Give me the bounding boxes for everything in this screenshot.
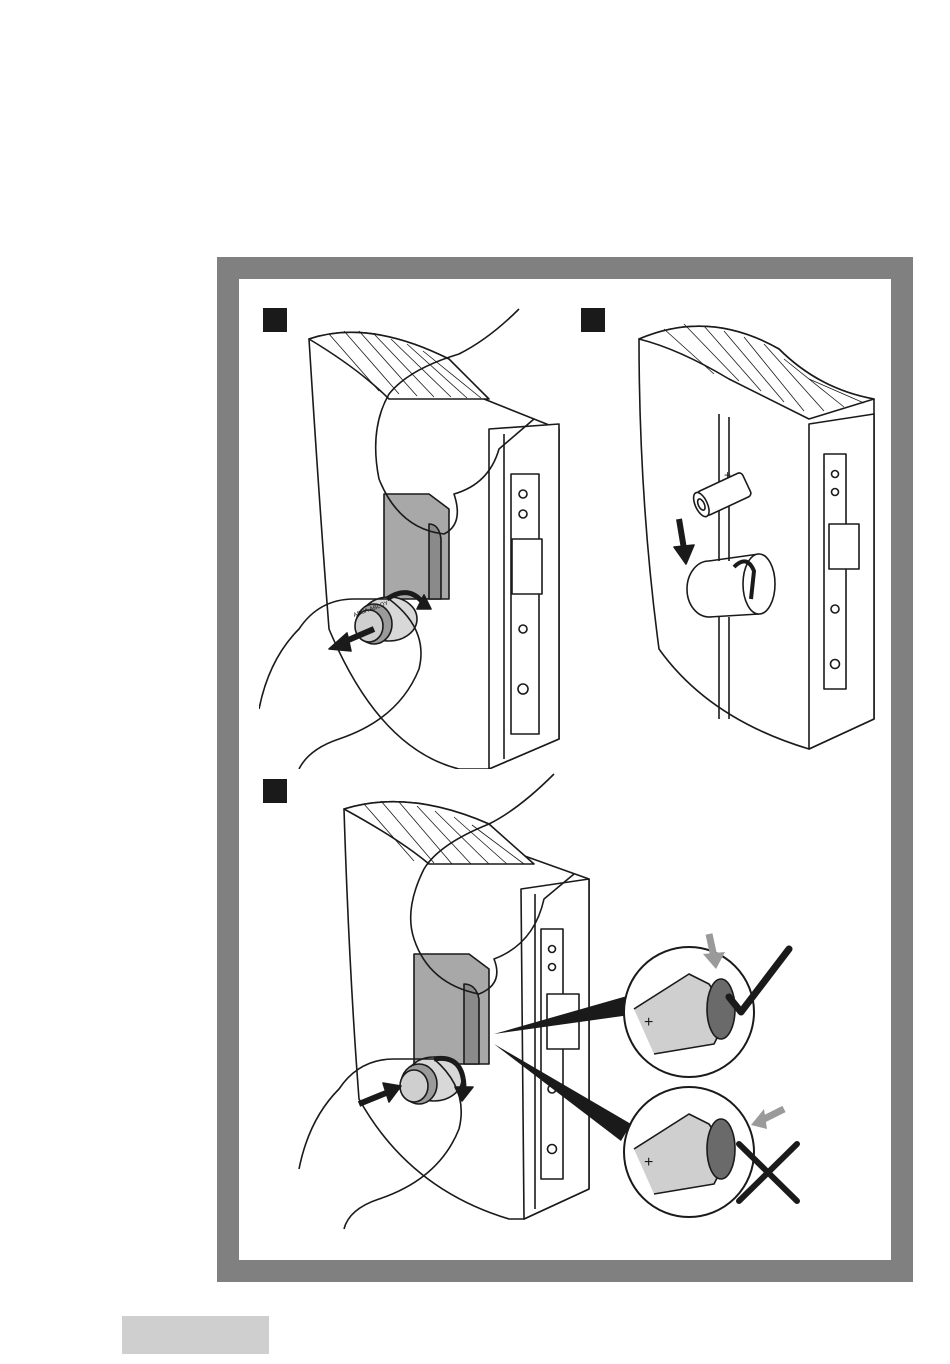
battery-plus-incorrect: + — [644, 1154, 653, 1171]
instruction-frame: ASSA ABLOY — [217, 257, 913, 1282]
indicator-arrow-icon — [751, 1109, 767, 1129]
instruction-panel: ASSA ABLOY — [239, 279, 891, 1260]
battery-plus-text: + — [724, 468, 731, 482]
step-1-illustration: ASSA ABLOY — [259, 299, 579, 769]
step-2-illustration: + — [619, 299, 879, 769]
step-2-marker — [581, 308, 605, 332]
battery-plus-correct: + — [644, 1014, 653, 1031]
step-3-illustration: + + — [259, 769, 879, 1249]
page-footer-tab — [122, 1316, 269, 1354]
